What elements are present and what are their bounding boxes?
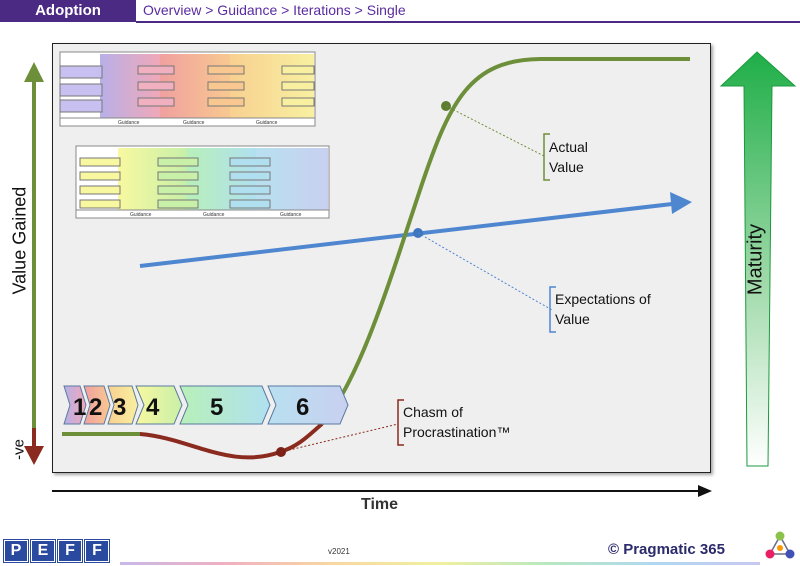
value-gained-label: Value Gained [9,186,30,295]
step-4: 4 [146,394,160,421]
maturity-label: Maturity [744,223,767,296]
chasm-line-2: Procrastination™ [403,424,511,440]
chasm-callout: Chasm of Procrastination™ [403,402,510,442]
header-rule [136,21,800,23]
time-label: Time [361,496,399,513]
maturity-arrow [719,51,797,467]
actual-value-line-1: Actual [549,139,588,155]
value-axis [24,62,44,465]
peff-logo: P E F F [3,539,110,563]
guidance-thumbnails-top: Guidance Guidance Guidance [59,51,316,127]
actual-value-curve [62,57,690,436]
step-3: 3 [113,394,126,421]
step-6: 6 [296,394,309,421]
actual-value-callout: Actual Value [549,137,588,177]
thumb-top-label-3: Guidance [256,120,278,126]
step-5: 5 [210,394,223,421]
expectations-line-2: Value [555,311,590,327]
negative-value-label: -ve [10,439,28,460]
peff-letter-e: E [30,539,56,563]
chasm-line-1: Chasm of [403,404,463,420]
section-tab[interactable]: Adoption [0,0,136,22]
step-2: 2 [89,394,102,421]
pragmatic-logo-icon [765,531,795,559]
actual-value-line-2: Value [549,159,584,175]
step-1: 1 [73,394,86,421]
peff-letter-p: P [3,539,29,563]
chasm-curve [62,422,324,460]
thumb-bottom-label-3: Guidance [280,212,302,218]
breadcrumb[interactable]: Overview > Guidance > Iterations > Singl… [143,2,406,18]
thumb-top-label-2: Guidance [183,120,205,126]
thumb-bottom-label-2: Guidance [203,212,225,218]
peff-letter-f2: F [84,539,110,563]
expectations-callout: Expectations of Value [555,289,651,329]
step-chevrons: 1 2 3 4 5 6 [63,385,349,425]
peff-letter-f1: F [57,539,83,563]
guidance-thumbnails-bottom: Guidance Guidance Guidance [75,145,330,219]
time-axis [52,485,712,497]
thumb-top-label-1: Guidance [118,120,140,126]
version-label: v2021 [328,547,350,556]
expectations-line-1: Expectations of [555,291,651,307]
footer-rainbow-rule [120,562,760,565]
thumb-bottom-label-1: Guidance [130,212,152,218]
pragmatic-brand: © Pragmatic 365 [608,541,725,558]
